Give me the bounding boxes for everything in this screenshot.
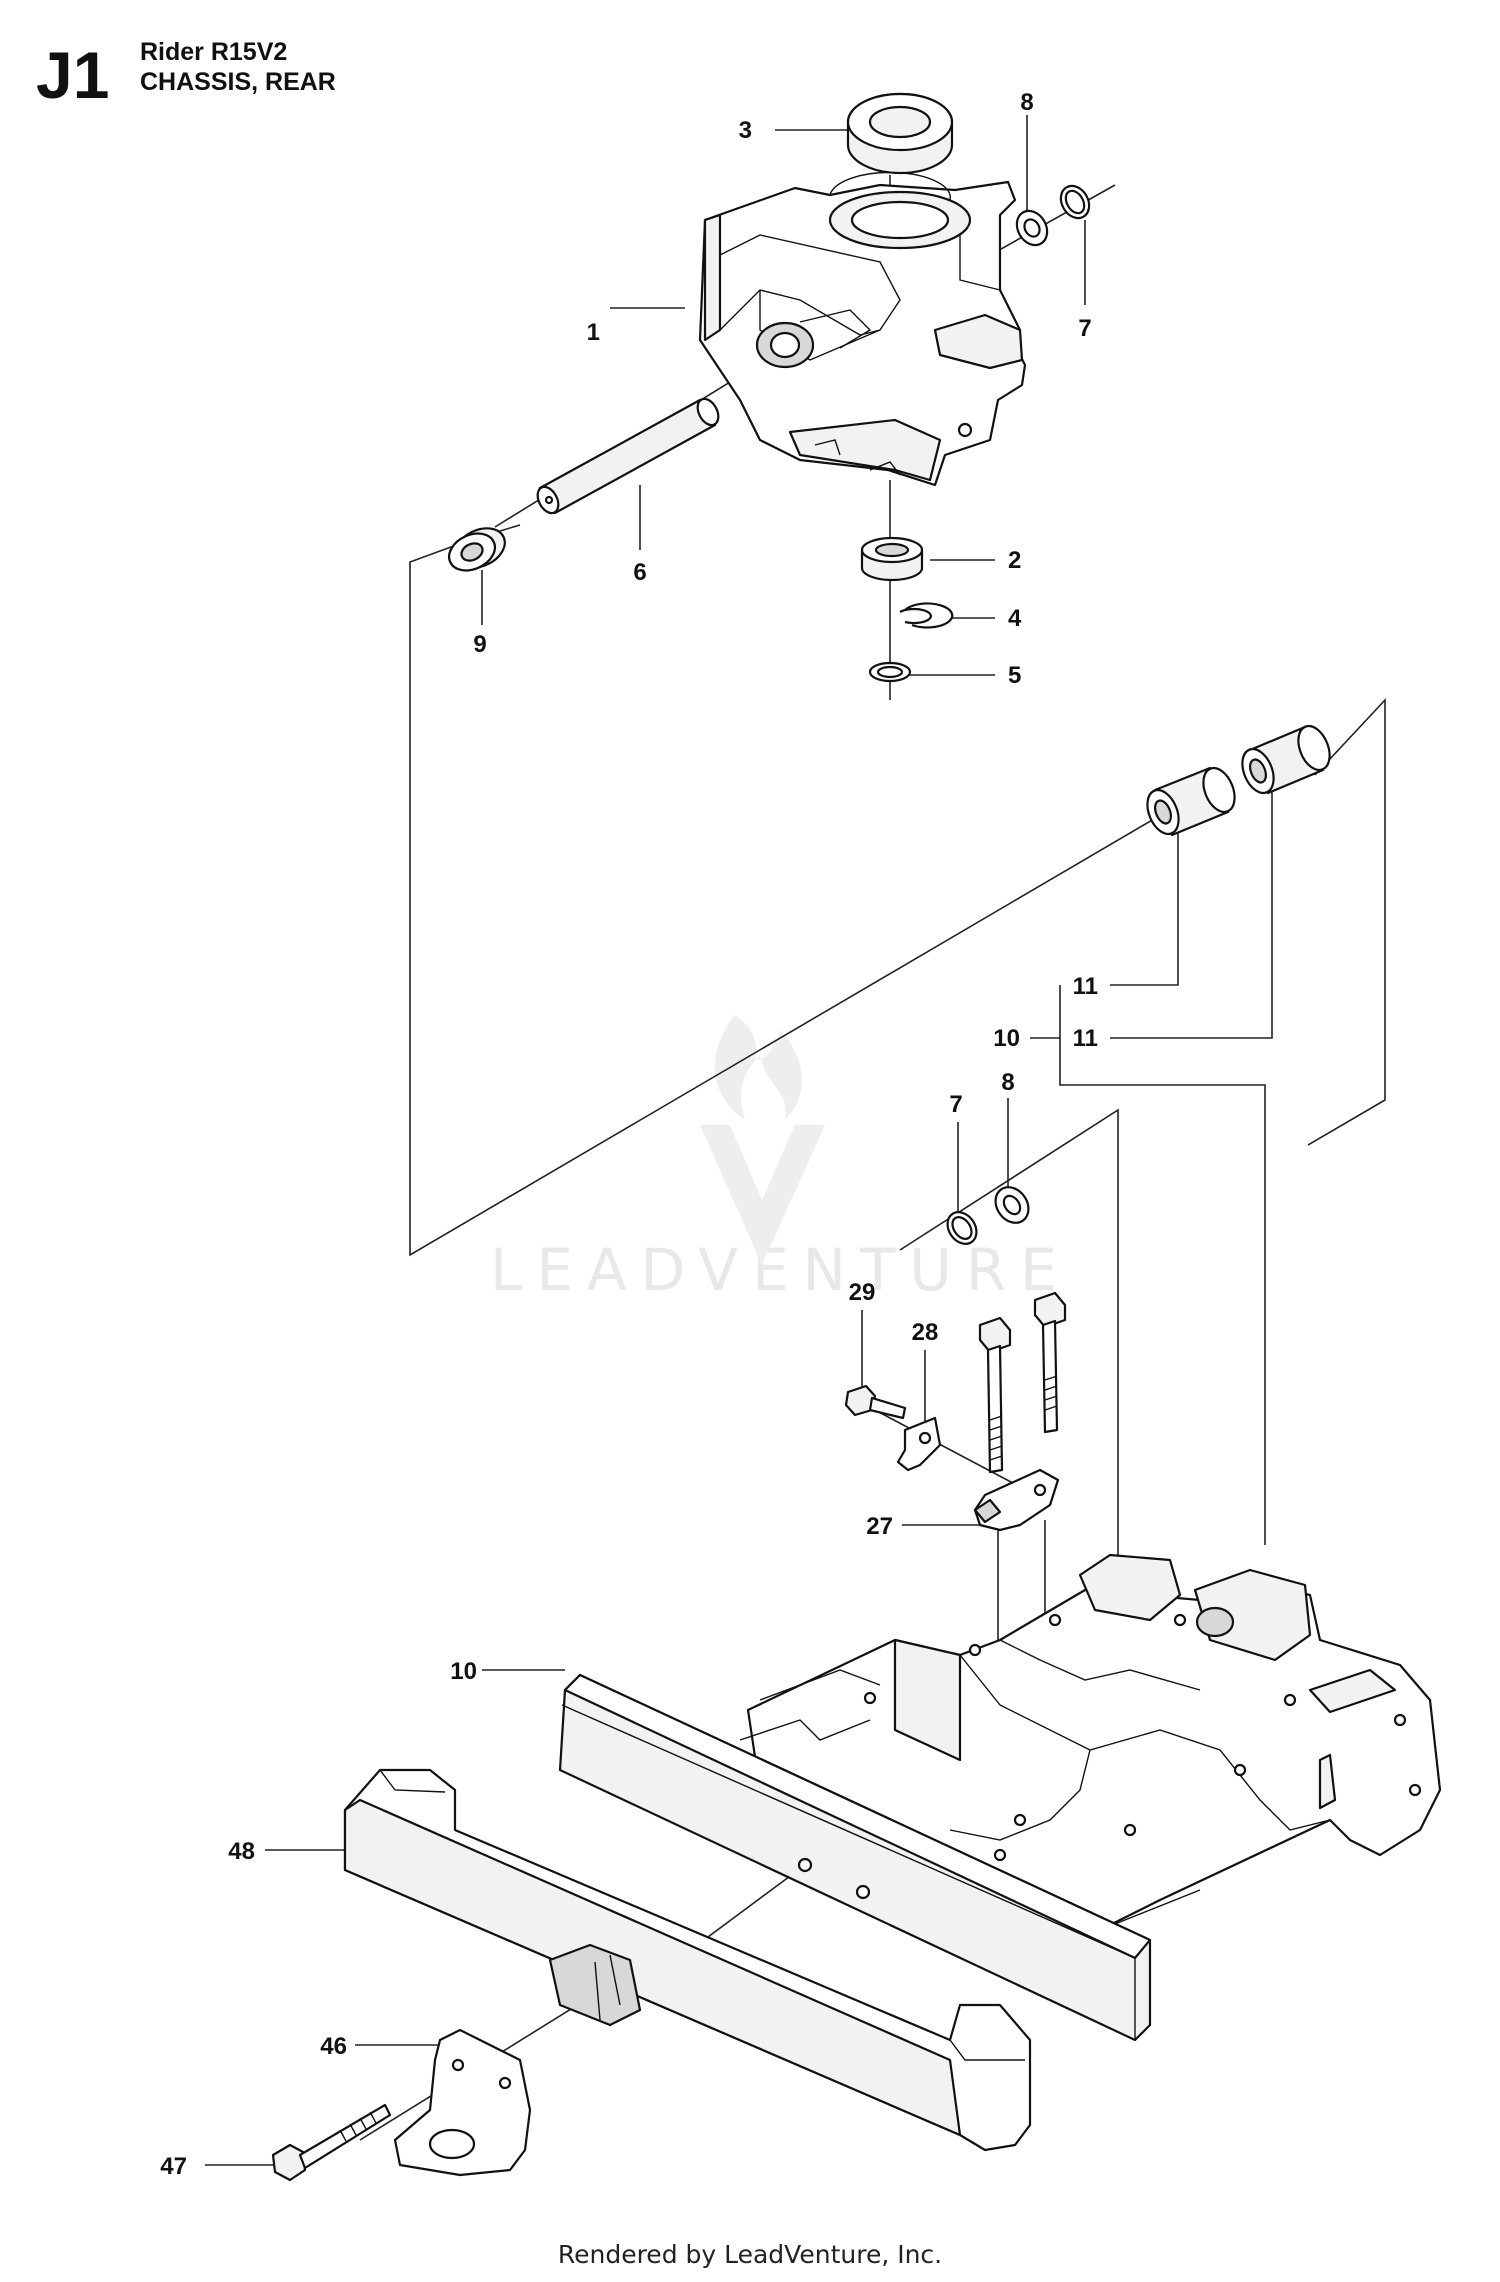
part-7-circlip-lower — [946, 1211, 978, 1245]
callout-46: 46 — [320, 2033, 347, 2060]
part-28-clip — [896, 1416, 942, 1472]
watermark: LEADVENTURE — [490, 1236, 1071, 1304]
callout-47: 47 — [160, 2153, 187, 2180]
part-6-pin — [536, 397, 720, 515]
part-7-circlip-upper — [1059, 184, 1091, 220]
part-5-washer — [868, 661, 912, 683]
part-9-bushing — [447, 527, 506, 572]
watermark-logo — [700, 1015, 825, 1265]
callout-4: 4 — [1008, 605, 1022, 632]
model-name: Rider R15V2 — [140, 38, 288, 66]
callout-10-top: 10 — [993, 1025, 1020, 1052]
callout-28: 28 — [912, 1319, 939, 1346]
part-47-bolt — [271, 2103, 392, 2182]
part-2-bearing — [860, 536, 924, 582]
callout-27: 27 — [866, 1513, 893, 1540]
callout-29: 29 — [849, 1279, 876, 1306]
callout-2: 2 — [1008, 547, 1021, 574]
part-27-bracket — [973, 1468, 1060, 1532]
callout-7-upper: 7 — [1078, 315, 1091, 342]
part-8-washer-lower — [994, 1186, 1030, 1224]
part-8-washer-upper — [1015, 209, 1049, 247]
callout-3: 3 — [739, 117, 752, 144]
part-11-bushing-a — [1146, 766, 1236, 837]
callout-9: 9 — [473, 631, 486, 658]
part-4-circlip — [899, 602, 954, 629]
callout-8-lower: 8 — [1001, 1069, 1014, 1096]
part-1-housing — [698, 171, 1027, 487]
footer-credit: Rendered by LeadVenture, Inc. — [557, 2240, 943, 2269]
callout-11-a: 11 — [1073, 973, 1098, 1000]
callout-11-b: 11 — [1073, 1025, 1098, 1052]
part-46-hitch — [393, 2028, 532, 2177]
bracket-bolts — [978, 1291, 1067, 1474]
part-10-bumper-bar — [558, 1673, 1152, 2042]
callout-6: 6 — [633, 559, 646, 586]
callout-7-lower: 7 — [949, 1091, 962, 1118]
callout-48: 48 — [228, 1838, 255, 1865]
callout-1: 1 — [587, 319, 600, 346]
callout-10-bumper: 10 — [450, 1658, 477, 1685]
section-title: CHASSIS, REAR — [140, 68, 336, 96]
part-29-bolt — [844, 1384, 907, 1420]
part-11-bushing-b — [1241, 724, 1331, 795]
callout-labels: 1 2 3 4 5 6 7 8 9 10 11 11 7 8 29 28 27 … — [160, 89, 1098, 2180]
diagram-code: J1 — [36, 38, 110, 112]
part-3-bearing — [846, 92, 954, 175]
callout-5: 5 — [1008, 662, 1021, 689]
callout-8-upper: 8 — [1020, 89, 1033, 116]
part-48-bumper — [343, 1768, 1032, 2152]
